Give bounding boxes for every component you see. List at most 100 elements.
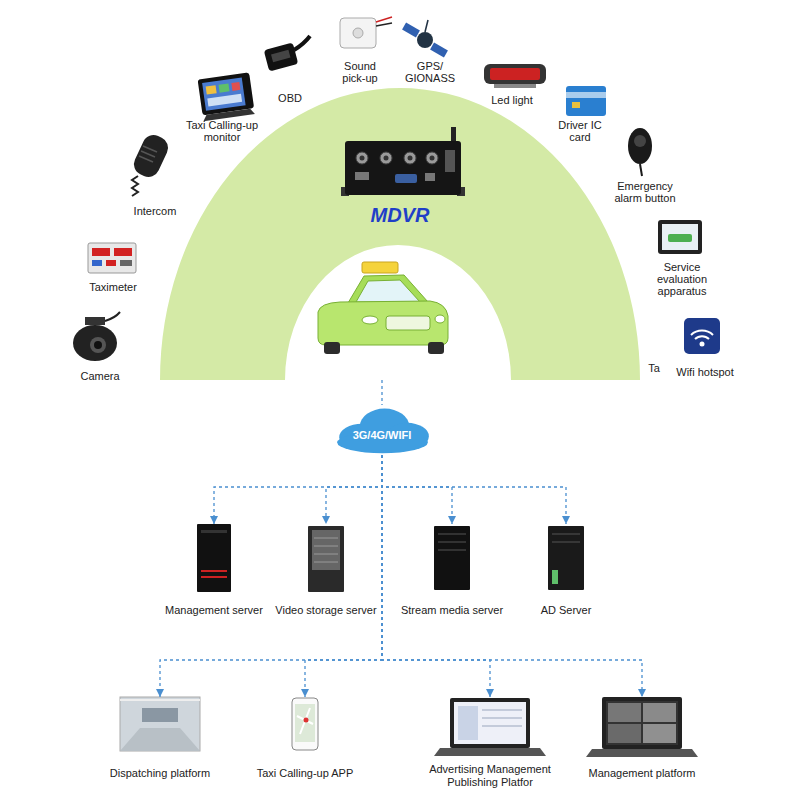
server-icon-part [308,526,344,592]
intercom-icon-part [132,176,138,196]
dashed-connector [305,455,382,697]
component-label: Led light [482,94,542,106]
gps-satellite-icon-part [402,23,420,38]
camera-icon-part [105,312,120,321]
arc-band [160,88,640,380]
component-label: Ta [644,362,664,374]
laptop-icon-part [454,702,526,744]
ic-card-icon-part [566,86,606,116]
laptop-icon-part [602,697,682,749]
dispatch-room-photo-part [120,699,200,701]
sound-pickup-icon-part [340,18,376,48]
node-caption: Management platform [589,767,696,780]
laptop-icon-part [643,724,676,743]
node-caption: Video storage server [275,604,376,617]
dashed-connector [160,455,382,697]
server-icon [548,526,584,590]
taximeter-icon-part [92,260,102,266]
server-node: AD Server [538,524,595,618]
taximeter-icon-part [88,243,136,273]
sound-pickup-icon-part [353,28,363,38]
component-label: Taxi Calling-up monitor [172,119,272,143]
server-icon-part [312,530,340,570]
server-icon-part [201,570,227,572]
laptop-icon-part [586,749,698,757]
laptop-icon-part [482,710,522,726]
monitor-icon [198,72,255,121]
component-label: Emergency alarm button [605,180,685,204]
emergency-button-icon-part [628,128,652,164]
network-cloud: 3G/4G/WIFI [331,405,434,455]
platform-node: Taxi Calling-up APP [254,697,357,781]
server-node: Stream media server [398,524,507,618]
gps-satellite-icon [402,20,448,57]
led-light-icon-part [494,84,536,88]
camera-icon-part [90,337,106,353]
laptop-icon-part [450,698,530,748]
component-label: OBD [270,92,310,104]
component-label: Sound pick-up [335,60,385,84]
monitor-icon-part [202,78,246,111]
sound-pickup-icon-part [376,17,392,22]
led-light-icon-part [484,64,546,84]
dispatch-room-photo-part [120,728,200,751]
server-icon-part [201,576,227,578]
intercom-icon-part [130,131,171,180]
ic-card-icon-part [572,102,580,108]
component-label: Wifi hotspot [665,366,745,378]
wifi-hotspot-icon-part [691,331,713,335]
server-icon-part [438,534,466,550]
server-icon-part [201,530,227,533]
dispatch-room-photo-part [120,697,200,751]
dashed-connector [381,380,382,405]
node-caption: Stream media server [401,604,503,617]
led-light-icon [484,64,546,88]
monitor-icon-part [207,94,242,107]
taximeter-icon-part [106,260,116,266]
node-caption: AD Server [541,604,592,617]
laptop-icon [586,697,698,757]
laptop-icon [434,698,546,756]
taximeter-icon-part [114,248,132,256]
ic-card-icon [566,86,606,116]
laptop-icon-part [608,724,641,743]
server-icon-part [548,526,584,590]
dashed-connector [382,455,490,697]
obd-icon-part [264,42,299,71]
network-label: 3G/4G/WIFI [331,429,434,442]
server-icon [308,526,344,592]
obd-icon-part [271,50,290,62]
sound-pickup-icon-part [376,23,392,26]
component-label: GPS/ GIONASS [402,60,458,84]
wifi-hotspot-icon [684,318,720,354]
taxi-car [318,262,448,354]
intercom-icon [130,131,171,196]
mdvr-device [341,127,465,196]
laptop-icon-part [606,701,678,745]
laptop-icon-part [643,703,676,722]
component-label: Taximeter [78,281,148,293]
service-evaluation-icon [658,220,702,254]
taximeter-icon-part [92,248,110,256]
server-icon [434,526,470,590]
taximeter-icon-part [120,260,132,266]
service-evaluation-icon-part [658,220,702,254]
service-evaluation-icon-part [668,234,692,242]
intercom-icon-part [139,146,157,162]
node-caption: Advertising Management Publishing Platfo… [422,763,558,789]
monitor-icon-part [198,72,255,115]
wifi-hotspot-icon-part [695,336,709,339]
phone-app-icon-part [295,704,315,742]
camera-icon-part [73,325,117,361]
taximeter-icon [88,243,136,273]
platform-node: Advertising Management Publishing Platfo… [419,697,561,790]
dashed-connector [326,455,382,524]
monitor-icon-part [206,85,217,94]
server-icon-part [434,526,470,590]
component-label: Intercom [125,205,185,217]
monitor-icon-part [231,82,240,91]
wifi-hotspot-icon-part [700,342,705,347]
wifi-hotspot-icon-part [684,318,720,354]
dashed-connector [382,455,452,524]
server-icon-part [552,570,558,584]
